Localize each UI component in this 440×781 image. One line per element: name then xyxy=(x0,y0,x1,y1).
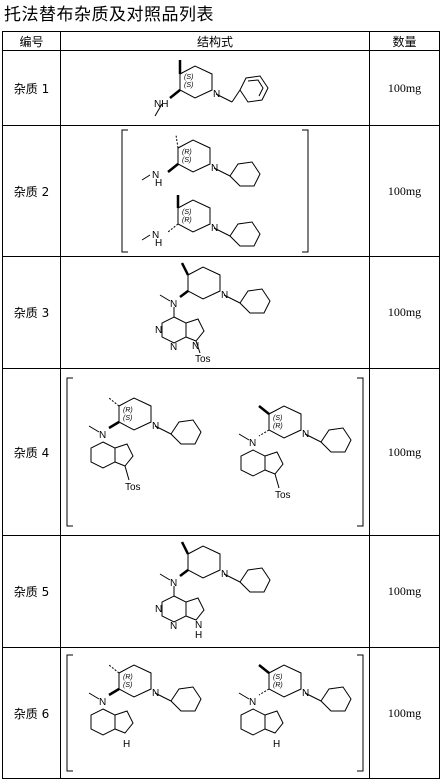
row-quantity: 100mg xyxy=(369,256,440,369)
stereo-label: (S) xyxy=(184,74,193,81)
h-label: H xyxy=(155,178,162,189)
stereo-label: (S) xyxy=(182,209,191,216)
row-name: 杂质 3 xyxy=(2,256,61,369)
n-label: N xyxy=(99,697,106,708)
n-label: N xyxy=(155,604,162,615)
stereo-label: (S) xyxy=(182,157,191,164)
structure-diagram: N N N N N Tos xyxy=(155,261,271,365)
n-label: N xyxy=(249,438,256,449)
nh-label: N xyxy=(152,230,159,241)
header-structure: 结构式 xyxy=(60,31,370,51)
n-label: N xyxy=(211,163,218,174)
nh-label: NH xyxy=(154,99,168,110)
row-quantity: 100mg xyxy=(369,50,440,126)
h-label: H xyxy=(273,739,280,750)
n-label: N xyxy=(170,342,177,353)
structure-diagram: N N N N N H xyxy=(155,540,271,641)
n-label: N xyxy=(170,621,177,632)
h-label: H xyxy=(155,238,162,249)
n-label: N xyxy=(302,429,309,440)
stereo-label: (S) xyxy=(184,82,193,89)
row-name: 杂质 1 xyxy=(2,50,61,126)
stereo-label: (S) xyxy=(273,674,282,681)
n-label: N xyxy=(211,223,218,234)
structure-cell: N NH (S) (S) xyxy=(60,50,370,126)
stereo-label: (R) xyxy=(273,423,283,430)
n-label: N xyxy=(155,325,162,336)
impurity-table: 编号 结构式 数量 杂质 1 N NH (S) (S) xyxy=(2,31,440,779)
n-label: N xyxy=(192,341,199,352)
table-row: 杂质 6 xyxy=(2,647,440,779)
row-quantity: 100mg xyxy=(369,647,440,779)
n-label: N xyxy=(152,421,159,432)
structure-cell: N N N N N H xyxy=(60,535,370,648)
stereo-label: (R) xyxy=(123,407,133,414)
table-row: 杂质 5 N N N N N H xyxy=(2,535,440,648)
n-label: N xyxy=(302,688,309,699)
n-label: N xyxy=(170,299,177,310)
header-quantity: 数量 xyxy=(369,31,440,51)
row-name: 杂质 2 xyxy=(2,125,61,257)
table-row: 杂质 4 xyxy=(2,368,440,536)
row-name: 杂质 5 xyxy=(2,535,61,648)
stereo-label: (R) xyxy=(182,149,192,156)
stereo-label: (R) xyxy=(182,217,192,224)
n-label: N xyxy=(221,569,228,580)
n-label: N xyxy=(152,688,159,699)
n-label: N xyxy=(249,697,256,708)
stereo-label: (S) xyxy=(123,682,132,689)
page-title: 托法替布杂质及对照品列表 xyxy=(4,5,214,25)
n-label: N xyxy=(221,290,228,301)
row-quantity: 100mg xyxy=(369,368,440,536)
structure-diagram: N N (R) (S) H N N (S) (R) H xyxy=(66,654,364,772)
tos-label: Tos xyxy=(275,490,291,501)
tos-label: Tos xyxy=(195,354,211,365)
structure-cell: N N N N N Tos xyxy=(60,256,370,369)
row-quantity: 100mg xyxy=(369,535,440,648)
row-name: 杂质 6 xyxy=(2,647,61,779)
n-label: N xyxy=(99,430,106,441)
h-label: H xyxy=(195,630,202,641)
row-name: 杂质 4 xyxy=(2,368,61,536)
table-row: 杂质 2 N xyxy=(2,125,440,257)
h-label: H xyxy=(123,739,130,750)
stereo-label: (S) xyxy=(273,415,282,422)
structure-diagram: N N (R) (S) Tos N N (S) (R) Tos xyxy=(66,377,364,527)
tos-label: Tos xyxy=(125,482,141,493)
n-label: N xyxy=(213,89,220,100)
n-label: N xyxy=(170,578,177,589)
table-row: 杂质 3 N N N N N xyxy=(2,256,440,369)
structure-diagram: N N H (R) (S) N N H (S) (R) xyxy=(121,129,309,253)
structure-cell: N N (R) (S) H N N (S) (R) H xyxy=(60,647,370,779)
structure-cell: N N H (R) (S) N N H (S) (R) xyxy=(60,125,370,257)
stereo-label: (S) xyxy=(123,415,132,422)
nh-label: N xyxy=(152,170,159,181)
n-label: N xyxy=(195,620,202,631)
header-code: 编号 xyxy=(2,31,61,51)
row-quantity: 100mg xyxy=(369,125,440,257)
stereo-label: (R) xyxy=(123,674,133,681)
table-header-row: 编号 结构式 数量 xyxy=(2,31,440,51)
table-row: 杂质 1 N NH (S) (S) 100mg xyxy=(2,50,440,126)
structure-cell: N N (R) (S) Tos N N (S) (R) Tos xyxy=(60,368,370,536)
stereo-label: (R) xyxy=(273,682,283,689)
structure-diagram: N NH (S) (S) xyxy=(154,60,269,117)
